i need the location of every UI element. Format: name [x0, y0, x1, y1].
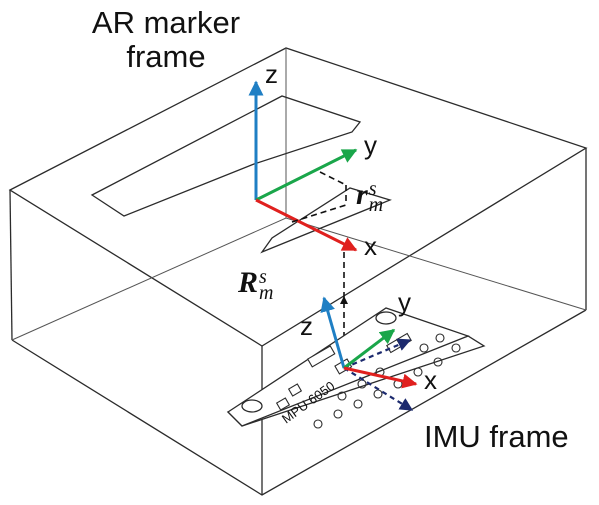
enclosure-box: [8, 47, 588, 496]
marker-y-label: y: [364, 130, 377, 160]
box-left-edge: [9, 189, 13, 341]
marker-y-axis: [255, 148, 358, 202]
marker-axes: [248, 80, 358, 252]
imu-x-label: x: [424, 365, 437, 395]
dash-segment-1: [319, 171, 347, 186]
ar-marker-frame-line2: frame: [126, 39, 206, 74]
box-bottom-front: [11, 309, 587, 496]
imu-board: MPU 6050: [226, 307, 486, 429]
imu-z-axis: [320, 296, 346, 369]
imu-axes: [320, 296, 418, 411]
marker-x-label: x: [364, 231, 377, 261]
box-top-face: [8, 47, 588, 347]
board-pin-row: [313, 333, 461, 429]
ar-marker-pattern: [90, 95, 392, 254]
marker-outer-shape: [90, 95, 362, 217]
ar-marker-frame-title: AR marker frame: [74, 6, 258, 74]
imu-y-label: y: [398, 287, 411, 317]
imu-dashed-y-axis: [343, 338, 412, 370]
marker-inner-shape: [260, 187, 392, 254]
R-subscript: m: [259, 282, 274, 305]
component-resistor: [306, 345, 336, 368]
imu-y-axis: [343, 328, 396, 370]
vertical-link-arrowhead: [340, 296, 348, 304]
imu-dashed-x-axis: [343, 367, 414, 411]
marker-x-axis: [255, 198, 358, 252]
component-cap-1: [287, 383, 303, 397]
R-superscript: s: [259, 266, 267, 289]
imu-frame-title: IMU frame: [424, 419, 569, 454]
r-superscript: s: [368, 178, 377, 201]
r-subscript: m: [368, 194, 384, 217]
ar-marker-frame-line1: AR marker: [91, 5, 241, 40]
r-symbol: r: [356, 178, 368, 211]
marker-z-label: z: [265, 59, 278, 89]
R-symbol: R: [238, 266, 259, 299]
board-mount-hole-2: [375, 311, 397, 325]
imu-z-label: z: [300, 311, 313, 341]
component-cap-2: [275, 397, 291, 411]
board-mount-hole-1: [241, 399, 263, 413]
imu-x-axis: [343, 366, 418, 389]
